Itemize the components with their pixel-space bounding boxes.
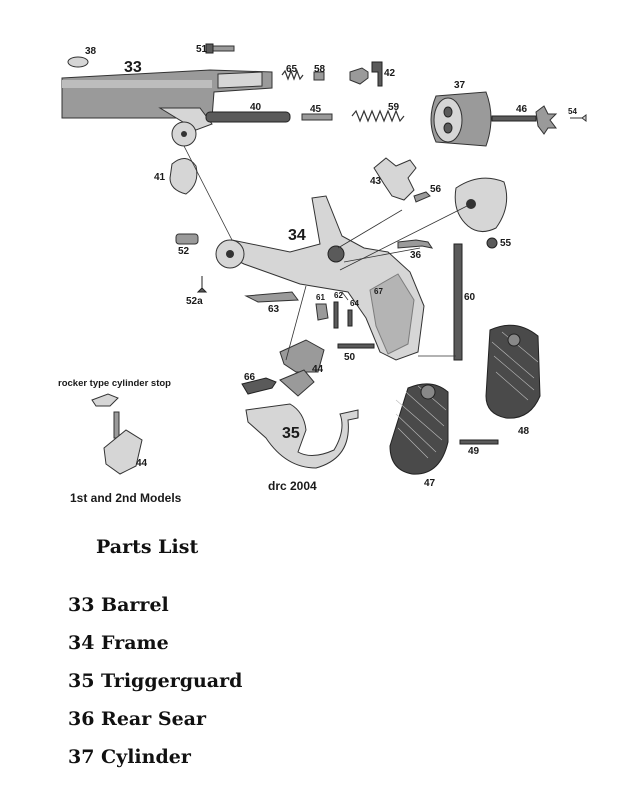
callout-42: 42: [384, 68, 396, 79]
callout-48: 48: [518, 426, 530, 437]
callout-60: 60: [464, 292, 476, 303]
part-inset-spring: [113, 411, 120, 439]
part-54-pin: [570, 114, 587, 122]
callout-55: 55: [500, 238, 512, 249]
callout-67: 67: [374, 287, 383, 296]
leader-36: [343, 247, 421, 263]
part-37-cylinder: [430, 91, 492, 147]
part-64: [347, 309, 353, 327]
callout-66: 66: [244, 372, 256, 383]
parts-list-item: 36 Rear Sear: [68, 708, 207, 730]
callout-64: 64: [350, 299, 359, 308]
part-51-screw: [205, 43, 235, 54]
diagram-credit: drc 2004: [268, 479, 317, 493]
callout-49: 49: [468, 446, 480, 457]
callout-52a: 52a: [186, 296, 203, 307]
part-46-rod: [491, 115, 537, 122]
callout-36: 36: [410, 250, 422, 261]
part-35-triggerguard: [245, 403, 359, 469]
callout-58: 58: [314, 64, 326, 75]
callout-59: 59: [388, 102, 400, 113]
part-55-sideplate: [454, 177, 508, 232]
parts-list: 33 Barrel 34 Frame 35 Triggerguard 36 Re…: [68, 591, 242, 781]
leader-hammer: [337, 209, 403, 249]
part-44-trigger: [279, 339, 325, 373]
callout-inset-44: 44: [136, 458, 148, 469]
part-66: [241, 377, 277, 395]
leader-62: [341, 291, 349, 301]
part-41: [169, 158, 198, 195]
part-49-screw: [459, 439, 499, 445]
part-47-grip: [389, 383, 449, 475]
callout-56: 56: [430, 184, 442, 195]
callout-45: 45: [310, 104, 322, 115]
part-52a: [196, 276, 208, 293]
parts-list-item: 33 Barrel: [68, 594, 169, 616]
callout-44: 44: [312, 364, 324, 375]
callout-62: 62: [334, 291, 343, 300]
leader-frame-trigger: [285, 285, 307, 361]
parts-list-item: 37 Cylinder: [68, 746, 191, 768]
part-46-star: [535, 105, 558, 135]
callout-38: 38: [85, 46, 97, 57]
callout-43: 43: [370, 176, 382, 187]
leader-hinge: [183, 145, 233, 241]
parts-list-item: 35 Triggerguard: [68, 670, 243, 692]
callout-63: 63: [268, 304, 280, 315]
callout-35: 35: [282, 425, 300, 442]
callout-65: 65: [286, 64, 298, 75]
callout-41: 41: [154, 172, 166, 183]
leader-55: [339, 203, 472, 271]
part-50-pin: [337, 343, 375, 349]
parts-list-title: Parts List: [96, 536, 199, 558]
callout-33: 33: [124, 59, 142, 76]
callout-40: 40: [250, 102, 262, 113]
part-42-latch: [349, 67, 369, 85]
part-rocker-stop: [91, 393, 119, 407]
callout-37: 37: [454, 80, 466, 91]
part-43-hammer: [373, 157, 417, 201]
part-trigger-alt: [279, 369, 315, 397]
part-58: [313, 71, 325, 81]
part-34-frame: [215, 195, 425, 361]
part-inset-44: [103, 429, 143, 475]
part-59-spring: [351, 109, 405, 123]
part-42-lever: [371, 61, 383, 87]
callout-54: 54: [568, 107, 577, 116]
part-38: [67, 56, 89, 68]
part-63: [244, 291, 299, 303]
callout-47: 47: [424, 478, 436, 489]
callout-52: 52: [178, 246, 190, 257]
part-62: [333, 301, 339, 329]
part-65-spring: [281, 69, 304, 81]
parts-list-item: 34 Frame: [68, 632, 169, 654]
note-models: 1st and 2nd Models: [70, 491, 182, 505]
part-60-mainspring: [453, 243, 463, 361]
part-56: [413, 191, 431, 203]
part-45-pin: [301, 113, 333, 121]
callout-51: 51: [196, 44, 208, 55]
part-40-rod: [205, 111, 291, 123]
part-48-grip: [485, 324, 541, 419]
part-61: [315, 303, 329, 321]
part-latch-plate: [217, 71, 263, 89]
part-36-rear-sear: [397, 239, 434, 249]
callout-34: 34: [288, 227, 306, 244]
callout-50: 50: [344, 352, 356, 363]
part-52-screw: [175, 233, 199, 245]
callout-46: 46: [516, 104, 528, 115]
callout-61: 61: [316, 293, 325, 302]
note-rocker-stop: rocker type cylinder stop: [58, 378, 171, 389]
